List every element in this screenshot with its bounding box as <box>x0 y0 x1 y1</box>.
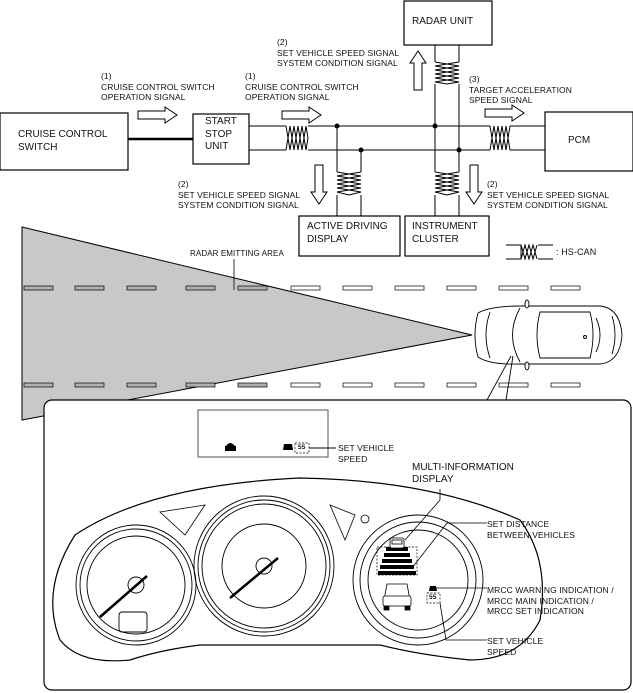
twisted-pair-glyphs <box>285 61 511 196</box>
lane-markings <box>23 285 581 388</box>
lane-dash <box>126 382 157 388</box>
signal-3-pcm-label: (3) TARGET ACCELERATION SPEED SIGNAL <box>469 74 572 105</box>
arrow-right-icon <box>137 106 178 124</box>
radar-unit-box <box>403 0 493 46</box>
own-vehicle-icon <box>382 583 412 611</box>
cruise-control-switch-box <box>0 112 129 171</box>
lane-dash <box>394 382 425 388</box>
hs-can-legend-label: : HS-CAN <box>556 247 597 257</box>
lane-dash <box>446 382 477 388</box>
left-gauge <box>75 524 197 646</box>
center-gauge <box>193 495 335 637</box>
signal-1b-label: (1) CRUISE CONTROL SWITCH OPERATION SIGN… <box>245 71 359 102</box>
start-stop-unit-label: START STOP UNIT <box>205 116 237 152</box>
junction-dots <box>334 123 462 153</box>
radar-unit-label: RADAR UNIT <box>412 16 474 27</box>
lane-dash <box>23 285 54 291</box>
lane-dash <box>550 285 581 291</box>
mrcc-vehicle-icon <box>283 444 293 450</box>
arrow-down-icon <box>310 164 328 205</box>
hs-can-legend-icon <box>506 243 553 261</box>
lane-dash <box>290 382 321 388</box>
active-driving-display-label: ACTIVE DRIVING DISPLAY <box>307 221 388 245</box>
lane-dash <box>126 285 157 291</box>
lane-dash <box>342 382 373 388</box>
lane-dash <box>498 285 529 291</box>
set-distance-label: SET DISTANCE BETWEEN VEHICLES <box>487 519 576 540</box>
signal-2-ic-label: (2) SET VEHICLE SPEED SIGNAL SYSTEM COND… <box>487 179 610 210</box>
add-speed-value: 55 <box>298 444 306 451</box>
cluster-speed-value: 55 <box>429 594 437 601</box>
active-driving-display-screen <box>197 409 329 458</box>
lane-dash <box>23 382 54 388</box>
pcm-box <box>544 111 633 172</box>
cluster-speed-dashed-frame <box>426 592 441 604</box>
lane-dash <box>74 285 105 291</box>
lane-dash <box>185 382 216 388</box>
lead-vehicle-icon <box>389 537 405 549</box>
active-driving-display-box <box>298 215 401 257</box>
signal-1a-label: (1) CRUISE CONTROL SWITCH OPERATION SIGN… <box>101 71 215 102</box>
lane-dash <box>185 285 216 291</box>
detail-callout-lines <box>486 355 514 401</box>
lane-dash <box>237 382 268 388</box>
cluster-set-vehicle-speed-label: SET VEHICLE SPEED <box>487 636 544 657</box>
add-set-vehicle-speed-label: SET VEHICLE SPEED <box>338 443 395 464</box>
pcm-label: PCM <box>568 135 591 146</box>
lane-dash <box>237 285 268 291</box>
cruise-control-switch-label: CRUISE CONTROL SWITCH <box>18 129 108 153</box>
set-distance-bars-icon <box>378 547 416 575</box>
signal-2-radar-label: (2) SET VEHICLE SPEED SIGNAL SYSTEM COND… <box>277 37 400 68</box>
multi-information-display <box>352 514 484 646</box>
detail-leader-lines <box>404 489 487 641</box>
distance-vehicle-icon <box>225 443 236 451</box>
lane-dash <box>394 285 425 291</box>
vehicle-top-view-icon <box>474 299 623 371</box>
signal-2-add-label: (2) SET VEHICLE SPEED SIGNAL SYSTEM COND… <box>178 179 301 210</box>
cluster-accent-panels <box>159 504 370 542</box>
lane-dash <box>74 382 105 388</box>
mrcc-indications-label: MRCC WARNING INDICATION / MRCC MAIN INDI… <box>487 585 614 616</box>
radar-emitting-area-label: RADAR EMITTING AREA <box>190 249 284 258</box>
instrument-cluster-box <box>404 215 490 257</box>
radar-emitting-area <box>21 226 473 421</box>
lane-dash <box>446 285 477 291</box>
multi-information-display-label: MULTI-INFORMATION DISPLAY <box>412 462 514 485</box>
lane-dash <box>498 382 529 388</box>
arrow-up-icon <box>409 50 427 91</box>
instrument-cluster-label: INSTRUMENT CLUSTER <box>412 221 478 245</box>
arrow-right-icon <box>281 106 322 124</box>
mrcc-indication-icon <box>429 586 437 591</box>
arrow-down-icon <box>465 164 483 205</box>
lane-dash <box>342 285 373 291</box>
lane-dash <box>290 285 321 291</box>
lane-dash <box>550 382 581 388</box>
signal-arrows <box>137 50 525 205</box>
arrow-right-icon <box>484 104 525 122</box>
start-stop-unit-box <box>192 113 250 165</box>
